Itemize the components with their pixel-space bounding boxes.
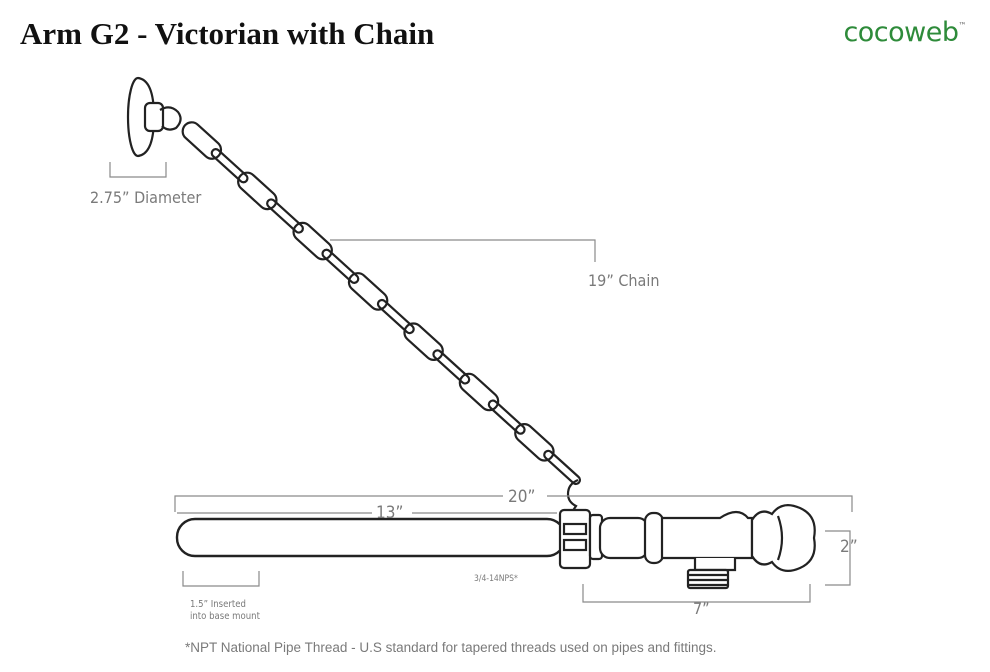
thread-spec-label: 3/4-14NPS*: [474, 574, 518, 584]
chain-length-label: 19” Chain: [588, 271, 659, 290]
chain-link: [266, 198, 304, 234]
chain-link: [181, 121, 223, 160]
chain-link: [321, 248, 360, 284]
chain-link: [487, 399, 526, 435]
wall-mount: [126, 76, 182, 158]
chain-link: [347, 272, 389, 311]
victorian-fitting: [588, 503, 816, 590]
chain-link: [514, 422, 555, 462]
chain-link: [543, 449, 582, 486]
footnote: *NPT National Pipe Thread - U.S standard…: [185, 640, 717, 655]
chain-link: [458, 372, 500, 412]
page-title: Arm G2 - Victorian with Chain: [20, 16, 435, 51]
chain-clamp: [558, 478, 592, 570]
trademark-mark: ™: [958, 21, 967, 30]
chain-link: [403, 322, 444, 362]
overall-length-label: 20”: [508, 487, 535, 507]
dimension-lines: [109, 162, 853, 603]
chain-link: [210, 148, 249, 184]
chain: [181, 121, 582, 486]
fitting-length-label: 7”: [693, 599, 710, 618]
logo-text: cocoweb: [843, 17, 959, 48]
brand-logo: cocoweb™: [843, 17, 966, 48]
insert-note-line2: into base mount: [190, 611, 261, 622]
height-label: 2”: [840, 537, 858, 557]
arm-tube: [175, 517, 567, 558]
chain-link: [376, 298, 415, 335]
chain-link: [237, 171, 278, 211]
arm-length-label: 13”: [376, 503, 403, 523]
insert-note-line1: 1.5” Inserted: [190, 599, 246, 610]
diameter-label: 2.75” Diameter: [90, 188, 201, 207]
chain-link: [292, 221, 333, 261]
chain-link: [432, 349, 471, 385]
